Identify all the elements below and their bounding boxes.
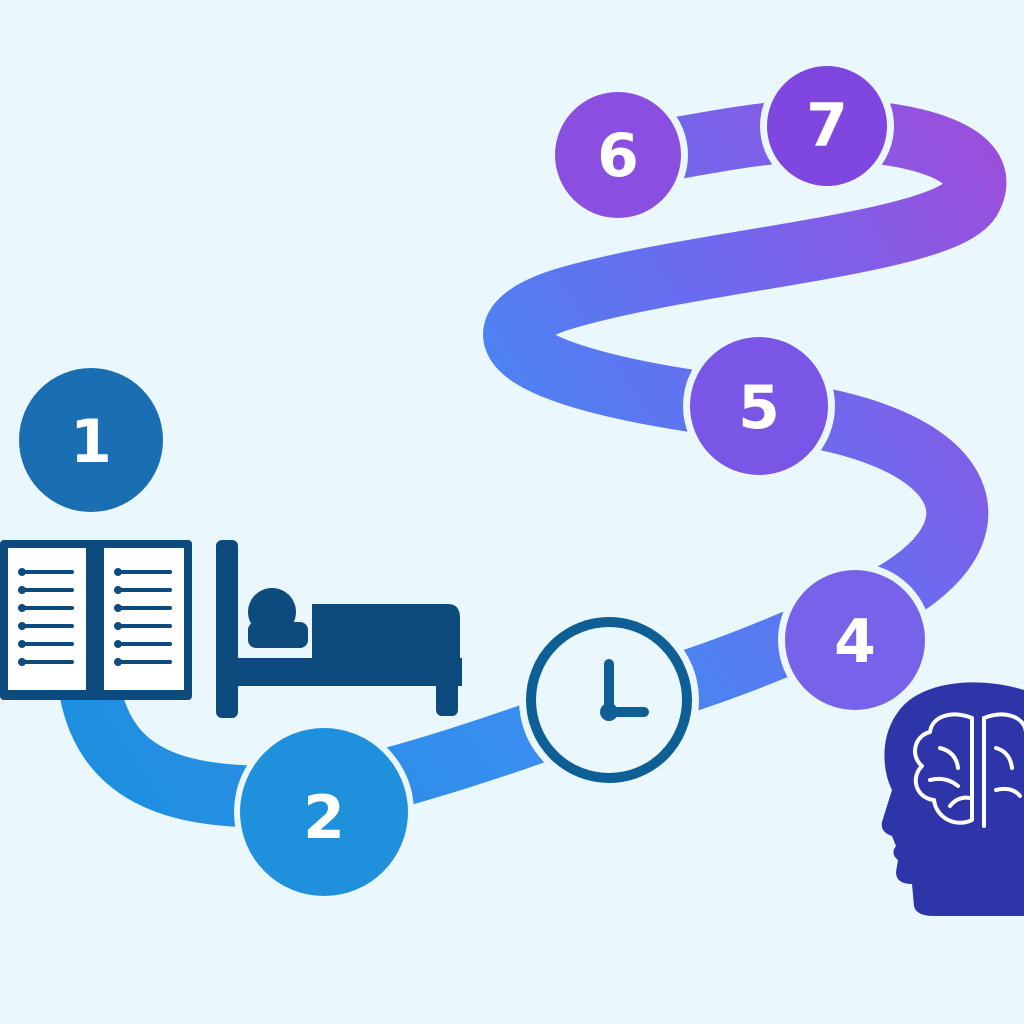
- step-1-label: 1: [70, 407, 112, 477]
- step-4-marker: 4: [778, 563, 932, 717]
- clock-icon: [519, 610, 699, 790]
- step-2-badge: [240, 728, 408, 896]
- bed-icon: [216, 540, 462, 718]
- step-7-label: 7: [806, 91, 848, 161]
- step-6-label: 6: [597, 121, 639, 191]
- step-7-marker: 7: [760, 59, 894, 193]
- step-7-badge: [767, 66, 887, 186]
- step-6-marker: 6: [548, 85, 688, 225]
- brain-head-icon: [881, 682, 1024, 916]
- step-2-label: 2: [303, 783, 345, 853]
- open-book-icon: [0, 540, 192, 700]
- step-1-marker: 1: [15, 364, 167, 516]
- step-5-badge: [690, 337, 828, 475]
- step-1-badge: [19, 368, 163, 512]
- step-5-marker: 5: [683, 330, 835, 482]
- step-4-label: 4: [834, 607, 876, 677]
- step-6-badge: [555, 92, 681, 218]
- step-5-label: 5: [738, 373, 780, 443]
- step-4-badge: [785, 570, 925, 710]
- step-2-marker: 2: [234, 722, 414, 902]
